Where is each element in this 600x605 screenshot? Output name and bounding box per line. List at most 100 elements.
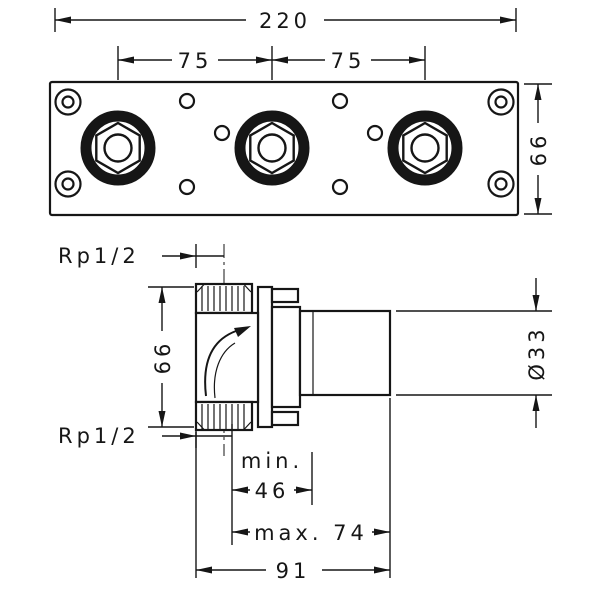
- mounting-hole: [366, 124, 384, 142]
- text-mask: [246, 7, 324, 33]
- fitting-bore: [103, 133, 133, 163]
- screw-hole: [487, 170, 515, 198]
- arrowhead-down: [534, 198, 542, 214]
- side-view: Rp1/2 66 Rp1/2: [58, 244, 552, 583]
- mounting-hole: [178, 178, 196, 196]
- thread-lines: [201, 404, 245, 429]
- fitting-bore: [410, 133, 440, 163]
- dim-pitch-right-label: 75: [331, 49, 366, 73]
- screw-hole: [54, 88, 82, 116]
- rotated-label-group: 66: [525, 123, 551, 175]
- dim-min-value-label: 46: [255, 479, 290, 503]
- outlet-spigot: [298, 309, 392, 397]
- arrowhead-right: [296, 486, 312, 494]
- dim-pitch-right: 75: [272, 46, 426, 80]
- screw-hole-inner: [61, 177, 75, 191]
- dim-overall-width: 91: [195, 432, 390, 583]
- screw-hole-inner: [494, 95, 508, 109]
- thread-hatching-top: [196, 284, 252, 311]
- text-mask: [149, 331, 175, 383]
- dim-diameter: Ø33: [396, 278, 552, 428]
- screw-holes: [54, 88, 515, 198]
- arrowhead-up: [158, 287, 166, 303]
- dim-diameter-label: Ø33: [525, 325, 549, 380]
- dim-min-prefix-label: min.: [241, 449, 303, 473]
- dim-thread-bottom: Rp1/2: [58, 424, 233, 545]
- mounting-hole: [331, 178, 349, 196]
- dim-width: 220: [54, 7, 517, 33]
- extension-lines: [148, 286, 194, 428]
- top-view: 220 75 75 66: [48, 7, 552, 217]
- arrowhead-right: [256, 56, 272, 64]
- text-mask: [172, 47, 218, 73]
- flange-tab-bottom: [270, 410, 300, 427]
- fitting-bore: [257, 133, 287, 163]
- mounting-flange: [256, 285, 274, 429]
- flow-curve: [204, 330, 237, 397]
- hex-fitting-left: [80, 110, 156, 186]
- screw-hole: [487, 88, 515, 116]
- chamfer-lines: [196, 421, 252, 430]
- mounting-hole: [213, 124, 231, 142]
- flow-direction: [204, 326, 251, 399]
- arrowhead-right: [180, 252, 196, 260]
- mounting-hole: [178, 92, 196, 110]
- mounting-hole: [331, 92, 349, 110]
- flow-curve-inner: [213, 342, 236, 399]
- dim-max-depth-label: max. 74: [254, 521, 368, 545]
- screw-hole: [54, 170, 82, 198]
- screw-hole-inner: [494, 177, 508, 191]
- arrowhead-down: [158, 411, 166, 427]
- flange-tab-top: [270, 287, 300, 304]
- extension-lines: [117, 46, 273, 80]
- dim-pitch-left: 75: [117, 46, 273, 80]
- dim-body-height-label: 66: [151, 340, 175, 375]
- thread-bottom-label: Rp1/2: [58, 424, 140, 448]
- thread-top-label: Rp1/2: [58, 244, 140, 268]
- arrowhead-left: [272, 56, 288, 64]
- arrowhead-left: [55, 16, 71, 24]
- extension-lines: [396, 310, 552, 396]
- arrowhead-left: [232, 528, 248, 536]
- arrowhead-right: [374, 528, 390, 536]
- text-mask: [325, 47, 371, 73]
- arrowhead-right: [180, 432, 196, 440]
- dim-pitch-left-label: 75: [178, 49, 213, 73]
- arrowhead-up: [532, 395, 540, 411]
- dim-width-label: 220: [259, 9, 311, 33]
- text-mask: [266, 557, 322, 583]
- threaded-socket-top: [194, 282, 254, 315]
- dim-max-depth: max. 74: [232, 398, 391, 578]
- arrowhead-down: [532, 295, 540, 311]
- text-mask: [250, 519, 372, 545]
- mounting-holes: [178, 92, 384, 196]
- hex-fitting-center: [234, 110, 310, 186]
- dim-thread-top: Rp1/2: [58, 244, 224, 268]
- thread-lines: [201, 286, 245, 311]
- text-mask: [525, 123, 551, 175]
- arrowhead-left: [196, 566, 212, 574]
- threaded-socket-bottom: [194, 400, 254, 432]
- dim-min-depth: min. 46: [232, 449, 313, 505]
- arrowhead-left: [118, 56, 134, 64]
- screw-hole-inner: [61, 95, 75, 109]
- arrowhead-left: [232, 486, 248, 494]
- arrowhead-right: [409, 56, 425, 64]
- thread-hatching-bottom: [196, 404, 252, 430]
- arrowhead-right: [500, 16, 516, 24]
- dim-body-height: 66: [148, 286, 194, 428]
- valve-body: [194, 282, 392, 432]
- arrowhead-up: [534, 84, 542, 100]
- arrowhead-right: [374, 566, 390, 574]
- dim-plate-height-label: 66: [527, 132, 551, 167]
- text-mask: [250, 479, 294, 501]
- dim-overall-width-label: 91: [276, 559, 311, 583]
- hex-fitting-right: [387, 110, 463, 186]
- chamfer-lines: [196, 284, 252, 293]
- dim-plate-height: 66: [524, 83, 552, 215]
- flow-arrowhead: [234, 326, 251, 337]
- spigot-collar: [270, 305, 302, 409]
- rotated-label-group: 66: [149, 331, 175, 383]
